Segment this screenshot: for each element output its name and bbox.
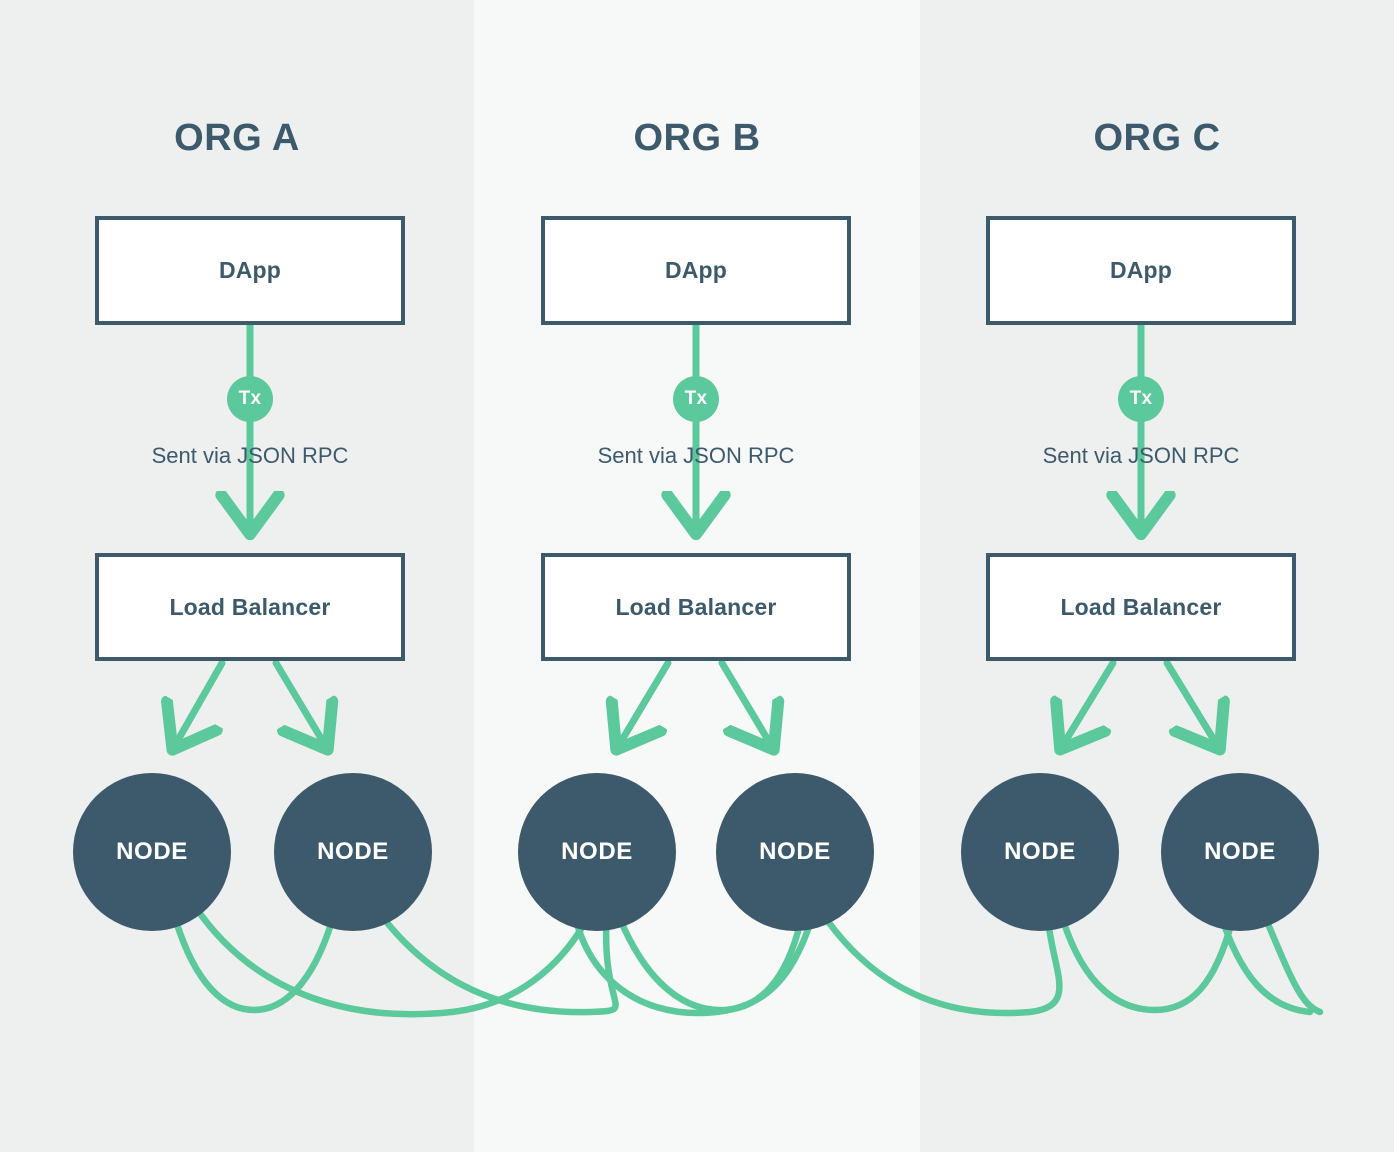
org-b-title: ORG B	[633, 117, 761, 159]
mesh-curve-b1-b2	[616, 915, 804, 1014]
org-a-tx-label: Tx	[238, 388, 262, 409]
org-c-node-2[interactable]: NODE	[1161, 773, 1319, 931]
lb-to-node-arrow-a2	[272, 659, 322, 740]
node-mesh-curves	[172, 902, 1324, 1018]
mesh-curve-b1-b2-outer	[571, 912, 816, 1017]
org-a-dapp-label: DApp	[218, 257, 282, 283]
org-b-dapp-label: DApp	[664, 257, 728, 283]
org-b-node-1[interactable]: NODE	[518, 773, 676, 931]
org-c-title: ORG C	[1093, 117, 1221, 159]
org-a-load-balancer-label: Load Balancer	[169, 593, 331, 620]
org-c-dapp-box[interactable]: DApp	[986, 216, 1296, 325]
org-b-dapp-box[interactable]: DApp	[541, 216, 851, 325]
org-c-node-2-label: NODE	[1204, 838, 1276, 865]
org-a-load-balancer-box[interactable]: Load Balancer	[95, 553, 405, 661]
org-b-tx-badge[interactable]: Tx	[673, 376, 719, 422]
org-a-node-2[interactable]: NODE	[274, 773, 432, 931]
org-c-rpc-label: Sent via JSON RPC	[1042, 443, 1240, 468]
org-b-node-1-label: NODE	[561, 838, 633, 865]
mesh-curve-a1-a2	[172, 917, 336, 1014]
org-c-load-balancer-box[interactable]: Load Balancer	[986, 553, 1296, 661]
mesh-curve-b2-c1	[816, 906, 1063, 1017]
mesh-curve-a1-b1	[192, 904, 591, 1018]
org-c-tx-badge[interactable]: Tx	[1118, 376, 1164, 422]
org-a-tx-badge[interactable]: Tx	[227, 376, 273, 422]
org-a-node-1-label: NODE	[116, 838, 188, 865]
org-b-load-balancer-label: Load Balancer	[615, 593, 777, 620]
mesh-curve-c2-outer	[1258, 906, 1324, 1016]
lb-to-node-arrow-a1	[178, 659, 226, 740]
org-a-node-1[interactable]: NODE	[73, 773, 231, 931]
org-c-tx-label: Tx	[1129, 388, 1153, 409]
org-c-node-1[interactable]: NODE	[961, 773, 1119, 931]
org-c-dapp-label: DApp	[1109, 257, 1173, 283]
org-b-load-balancer-box[interactable]: Load Balancer	[541, 553, 851, 661]
org-a-dapp-box[interactable]: DApp	[95, 216, 405, 325]
org-b-node-2[interactable]: NODE	[716, 773, 874, 931]
lb-to-node-arrow-b1	[622, 659, 672, 740]
mesh-curve-c1-c2	[1059, 916, 1236, 1014]
org-b-rpc-label: Sent via JSON RPC	[597, 443, 795, 468]
lb-to-node-arrow-c2	[1163, 659, 1214, 740]
org-c-node-1-label: NODE	[1004, 838, 1076, 865]
lb-to-node-arrow-b2	[718, 659, 768, 740]
org-b-tx-label: Tx	[684, 388, 708, 409]
org-a-rpc-label: Sent via JSON RPC	[151, 443, 349, 468]
org-c-load-balancer-label: Load Balancer	[1060, 593, 1222, 620]
org-b-node-2-label: NODE	[759, 838, 831, 865]
org-a-title: ORG A	[174, 117, 300, 159]
org-a-node-2-label: NODE	[317, 838, 389, 865]
lb-to-node-arrow-c1	[1066, 659, 1117, 740]
